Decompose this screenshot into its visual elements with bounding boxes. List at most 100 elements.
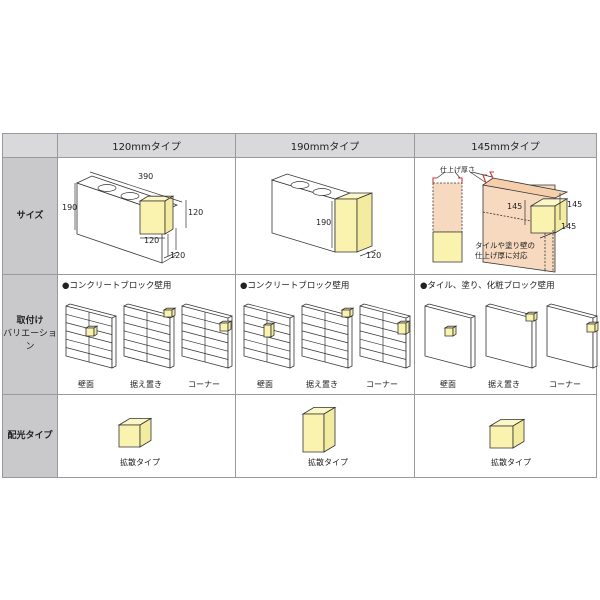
cell — [236, 275, 415, 395]
line — [181, 303, 187, 307]
dim-145-b: 145 — [567, 200, 583, 209]
cube-front — [118, 424, 141, 448]
line — [243, 303, 249, 307]
light-label: 拡散タイプ — [308, 458, 348, 467]
cell — [415, 158, 597, 275]
line — [301, 303, 307, 307]
cube-side — [227, 320, 232, 332]
cube-side — [405, 320, 410, 335]
line — [471, 171, 493, 178]
cube-front — [586, 323, 596, 333]
line — [363, 303, 411, 317]
cube-side — [452, 325, 457, 337]
line — [482, 211, 532, 222]
cube-front — [341, 309, 351, 318]
cube-side — [323, 406, 336, 453]
wall-edge — [289, 315, 295, 369]
cube-front — [489, 425, 514, 449]
line — [359, 303, 365, 307]
cube-side — [164, 195, 174, 235]
header-120: 120mmタイプ — [58, 133, 236, 158]
dim-120-h: 120 — [188, 208, 204, 217]
header-190: 190mmタイプ — [236, 133, 415, 158]
cell — [236, 395, 415, 478]
dim-120-w: 120 — [144, 236, 160, 245]
mount-label: コーナー — [366, 380, 398, 389]
mount-label-1: 取付け — [16, 316, 44, 326]
dim-390: 390 — [138, 172, 154, 181]
mount-label: 壁面 — [440, 380, 456, 389]
mount-label: コーナー — [188, 380, 220, 389]
cube-side — [171, 307, 176, 318]
cube-front — [163, 309, 173, 318]
dim-120-d: 120 — [170, 251, 186, 260]
mount-label: 壁面 — [78, 380, 94, 389]
line — [69, 303, 117, 317]
mount-label: 据え置き — [306, 380, 338, 389]
line — [546, 303, 552, 307]
wall — [485, 305, 533, 369]
wall — [424, 305, 472, 369]
mount-note-120: ●コンクリートブロック壁用 — [62, 281, 172, 291]
wall-edge — [347, 315, 353, 369]
mount-note-190: ●コンクリートブロック壁用 — [240, 281, 350, 291]
light-label: 拡散タイプ — [120, 458, 160, 467]
note-145-2: 仕上げ厚に対応 — [475, 251, 528, 260]
row-label-size: サイズ — [2, 158, 58, 275]
mount-label: コーナー — [549, 380, 581, 389]
line — [65, 303, 71, 307]
mount-label: 壁面 — [257, 380, 273, 389]
mount-note-145: ●タイル、塗り、化粧ブロック壁用 — [420, 281, 555, 291]
cube-side — [270, 322, 275, 338]
cube-front — [397, 322, 407, 335]
wall — [546, 305, 594, 369]
line — [359, 249, 377, 257]
wall-top — [481, 177, 569, 199]
cube-side — [139, 417, 152, 448]
wall-edge — [169, 315, 175, 369]
cell — [415, 395, 597, 478]
line — [424, 303, 430, 307]
line — [89, 171, 183, 203]
section-145 — [432, 182, 463, 233]
dim-145-a: 145 — [507, 202, 523, 211]
line — [485, 303, 491, 307]
dim-190: 190 — [62, 203, 78, 212]
dim-190-h: 190 — [316, 218, 332, 227]
cube-side — [554, 198, 568, 234]
line — [428, 303, 476, 317]
line — [454, 171, 461, 179]
mount-label: 据え置き — [130, 380, 162, 389]
cube-section — [432, 231, 463, 263]
note-145-1: タイルや塗り壁の — [475, 241, 535, 250]
wall-edge — [111, 315, 117, 369]
line — [550, 303, 598, 317]
cube-front — [263, 324, 272, 338]
cube-front — [525, 313, 535, 322]
cube-front — [219, 322, 229, 332]
header-145: 145mmタイプ — [415, 133, 597, 158]
light-label: 拡散タイプ — [491, 458, 531, 467]
line — [163, 251, 179, 259]
cube-side — [93, 325, 98, 337]
row-label-light: 配光タイプ — [2, 395, 58, 478]
cube-side — [356, 192, 373, 253]
dim-120-d2: 120 — [366, 251, 382, 260]
line — [247, 303, 295, 317]
header-empty — [2, 133, 58, 158]
cube-front — [444, 327, 454, 337]
cube-side — [349, 307, 354, 318]
cell — [58, 158, 236, 275]
wall-edge — [470, 315, 476, 369]
line — [469, 171, 486, 183]
cube-front — [85, 327, 95, 337]
wall-edge — [531, 315, 537, 369]
cell — [58, 275, 236, 395]
cube-front — [334, 198, 358, 253]
mount-label-2: バリエーション — [3, 329, 57, 352]
cell — [236, 158, 415, 275]
cube-side — [512, 418, 525, 449]
line — [539, 231, 556, 239]
row-label-mount: 取付けバリエーション — [2, 275, 58, 395]
